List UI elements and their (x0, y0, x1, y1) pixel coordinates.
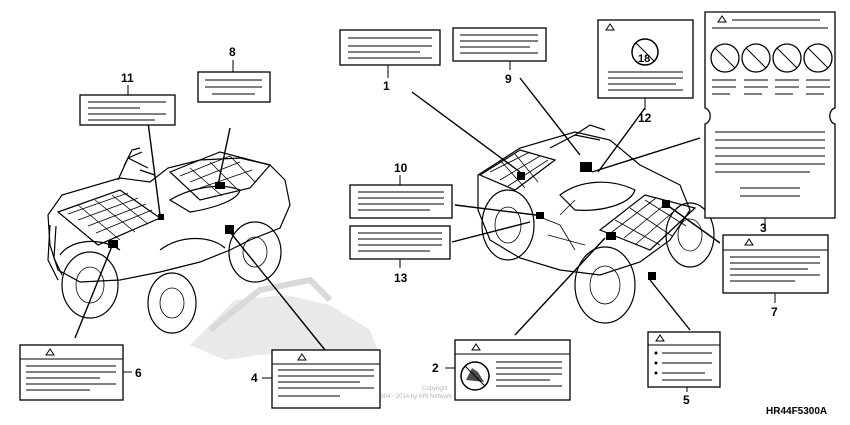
icon-number-18: 18 (638, 53, 650, 65)
callout-10: 10 (394, 161, 408, 175)
label-card-11 (79, 85, 176, 126)
label-card-4 (262, 349, 381, 409)
callout-12: 12 (638, 111, 652, 125)
callout-3: 3 (760, 221, 767, 235)
label-card-12 (597, 19, 694, 110)
diagram-code: HR44F5300A (766, 406, 827, 417)
leader-lines (74, 77, 721, 351)
callout-1: 1 (383, 79, 390, 93)
label-card-13 (349, 225, 451, 268)
callout-11: 11 (121, 71, 134, 85)
label-card-3 (704, 11, 836, 228)
label-card-6 (19, 344, 132, 401)
label-card-10 (349, 175, 453, 219)
label-card-9 (452, 27, 547, 70)
label-card-2 (445, 339, 571, 401)
callout-7: 7 (771, 305, 778, 319)
atv-rear-view (477, 124, 715, 324)
callout-9: 9 (505, 72, 512, 86)
watermark-line2: Page design © 2004 - 2014 by ARI Network… (336, 393, 490, 400)
callout-4: 4 (251, 371, 258, 385)
callout-13: 13 (394, 271, 408, 285)
callout-2: 2 (432, 361, 439, 375)
label-card-1 (339, 29, 441, 78)
callout-8: 8 (229, 45, 236, 59)
label-card-7 (722, 234, 829, 303)
watermark-line1: Copyright (422, 386, 448, 392)
label-card-5 (647, 331, 721, 392)
atv-front-view (47, 147, 291, 334)
callout-5: 5 (683, 393, 690, 407)
callout-6: 6 (135, 366, 142, 380)
label-card-8 (197, 60, 271, 103)
watermark: Copyright Page design © 2004 - 2014 by A… (190, 276, 490, 400)
callouts: 1 2 3 4 5 6 7 8 9 10 11 12 13 18 (121, 45, 778, 407)
